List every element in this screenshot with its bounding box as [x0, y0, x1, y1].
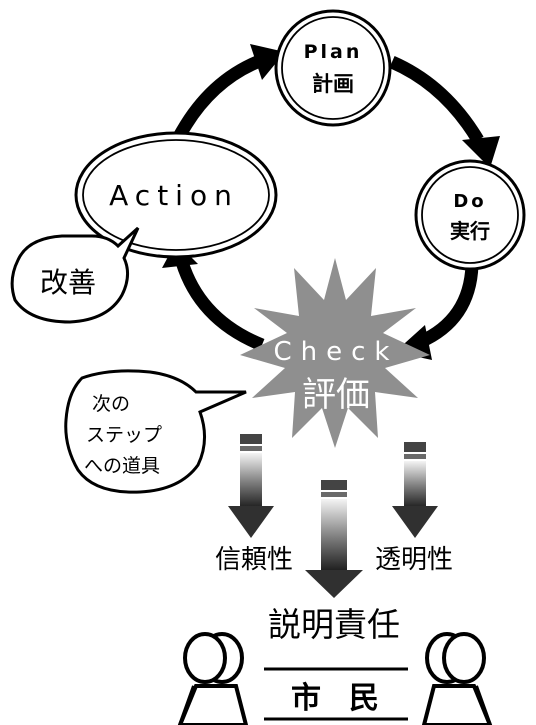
- down-arrow-left: [228, 434, 274, 538]
- check-ja-label: 評価: [302, 375, 370, 415]
- action-node: Action: [74, 131, 278, 259]
- plan-en-label: Plan: [304, 41, 363, 63]
- transparency-label: 透明性: [375, 545, 453, 575]
- plan-ja-label: 計画: [312, 72, 354, 96]
- improve-bubble: [10, 226, 140, 324]
- action-label: Action: [109, 179, 239, 212]
- check-starburst: [240, 258, 430, 448]
- accountability-label: 説明責任: [268, 605, 400, 644]
- next-step-callout: 次の ステップ への道具: [64, 369, 247, 494]
- do-ja-label: 実行: [450, 219, 490, 243]
- citizens-label-2: 民: [349, 681, 379, 716]
- improve-callout: 改善: [10, 226, 140, 324]
- next-step-line3: への道具: [84, 455, 160, 477]
- plan-node: Plan 計画: [274, 9, 392, 127]
- arrow-do-to-check: [417, 264, 479, 348]
- arrow-plan-to-do: [389, 56, 484, 144]
- reliability-label: 信頼性: [215, 545, 293, 575]
- arrow-check-to-action: [175, 259, 265, 352]
- down-arrow-right: [392, 442, 438, 538]
- arrow-action-to-plan: [174, 53, 265, 139]
- check-node: Check 評価: [240, 258, 430, 448]
- check-en-label: Check: [274, 337, 399, 367]
- next-step-bubble: [64, 369, 247, 494]
- citizens-group: 市 民: [177, 632, 493, 725]
- down-arrow-center: [305, 480, 363, 598]
- arrow-action-to-plan-head: [250, 44, 285, 80]
- do-en-label: Do: [453, 191, 486, 212]
- improve-label: 改善: [40, 266, 96, 299]
- person-icon-right: [421, 632, 493, 725]
- do-node: Do 実行: [414, 159, 526, 271]
- next-step-line1: 次の: [92, 393, 130, 415]
- next-step-line2: ステップ: [86, 424, 162, 446]
- citizens-label-1: 市: [291, 681, 321, 716]
- arrow-plan-to-do-head: [462, 136, 500, 168]
- person-icon-left: [177, 632, 249, 725]
